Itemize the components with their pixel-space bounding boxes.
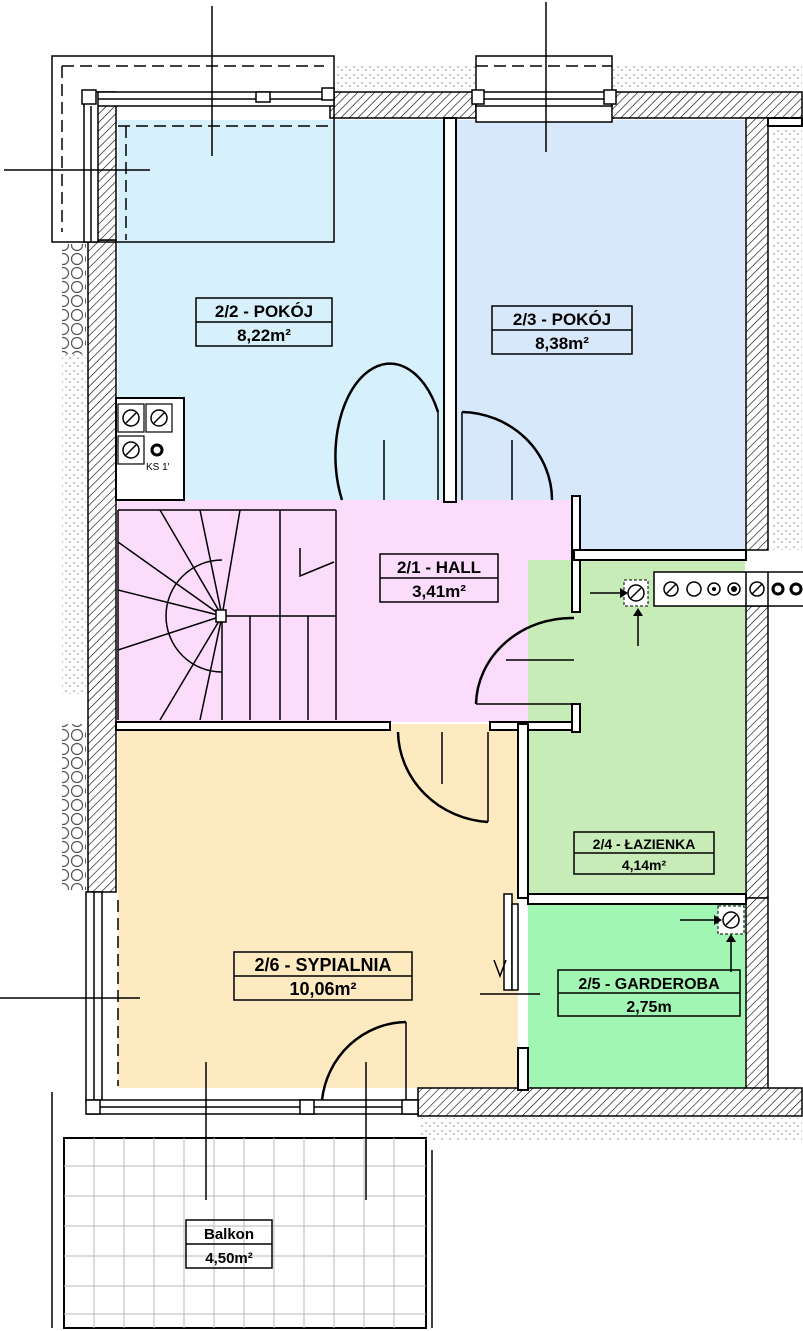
room-label-pokoj-2-3: 2/3 - POKÓJ 8,38m² bbox=[491, 305, 633, 355]
room-area: 2,75m bbox=[626, 999, 671, 1016]
chimney-label: KS 1' bbox=[146, 462, 170, 473]
room-fill-pokoj-2-2-bay bbox=[118, 126, 126, 238]
staircase bbox=[117, 509, 337, 721]
balcony-tiles bbox=[64, 1138, 426, 1328]
room-name: 2/6 - SYPIALNIA bbox=[254, 955, 391, 975]
room-area: 8,22m² bbox=[237, 326, 291, 345]
room-name: 2/3 - POKÓJ bbox=[513, 310, 611, 329]
room-area: 4,14m² bbox=[622, 857, 667, 873]
room-label-balkon: Balkon 4,50m² bbox=[185, 1219, 273, 1269]
room-fill-garderoba bbox=[528, 904, 745, 1088]
room-name: 2/1 - HALL bbox=[397, 558, 481, 577]
chimney-block: KS 1' bbox=[117, 403, 173, 473]
section-lines bbox=[0, 2, 547, 1200]
room-label-garderoba: 2/5 - GARDEROBA 2,75m bbox=[557, 969, 741, 1017]
vent-grilles bbox=[590, 579, 745, 972]
exterior-insulation bbox=[62, 64, 802, 1140]
room-area: 8,38m² bbox=[535, 334, 589, 353]
windows bbox=[51, 55, 617, 1115]
room-name: 2/2 - POKÓJ bbox=[215, 302, 313, 321]
room-label-hall: 2/1 - HALL 3,41m² bbox=[379, 553, 499, 603]
room-fill-sypialnia bbox=[118, 724, 518, 1088]
balcony bbox=[51, 1092, 433, 1329]
room-label-lazienka: 2/4 - ŁAZIENKA 4,14m² bbox=[573, 831, 715, 875]
vent-ducts bbox=[653, 571, 803, 607]
room-fill-pokoj-2-3 bbox=[456, 120, 745, 550]
doors bbox=[320, 362, 575, 1200]
room-name: 2/5 - GARDEROBA bbox=[578, 976, 720, 993]
room-area: 4,50m² bbox=[205, 1250, 253, 1267]
room-fills bbox=[118, 120, 745, 1088]
room-name: 2/4 - ŁAZIENKA bbox=[593, 836, 696, 852]
room-fill-pokoj-2-2 bbox=[118, 120, 444, 500]
room-fill-hall bbox=[118, 500, 574, 722]
room-label-pokoj-2-2: 2/2 - POKÓJ 8,22m² bbox=[195, 297, 333, 347]
room-name: Balkon bbox=[204, 1226, 254, 1243]
room-label-sypialnia: 2/6 - SYPIALNIA 10,06m² bbox=[233, 951, 413, 1001]
room-area: 10,06m² bbox=[289, 979, 356, 999]
room-area: 3,41m² bbox=[412, 582, 466, 601]
